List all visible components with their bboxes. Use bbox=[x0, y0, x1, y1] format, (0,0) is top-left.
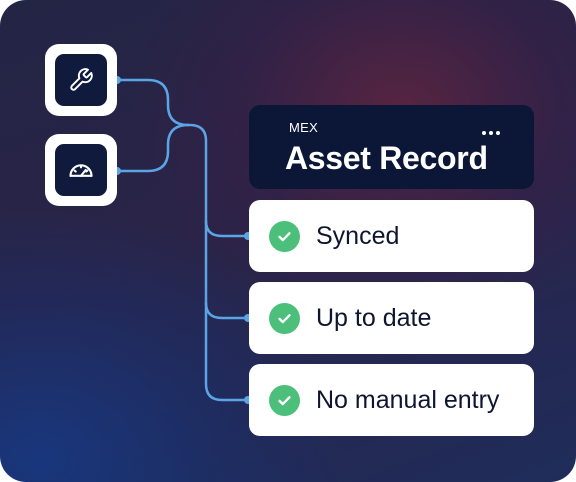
gauge-tile bbox=[45, 134, 117, 206]
check-icon bbox=[269, 384, 300, 416]
gauge-icon bbox=[69, 164, 93, 177]
status-label: No manual entry bbox=[316, 385, 500, 414]
wrench-tile bbox=[45, 44, 117, 116]
wrench-icon bbox=[70, 68, 93, 91]
header-title: Asset Record bbox=[285, 140, 488, 176]
status-up-to-date: Up to date bbox=[249, 282, 534, 354]
status-synced: Synced bbox=[249, 200, 534, 272]
more-menu-icon[interactable] bbox=[482, 131, 500, 135]
brand-label: MEX bbox=[289, 120, 319, 135]
status-no-manual-entry: No manual entry bbox=[249, 364, 534, 436]
asset-record-header: MEX Asset Record bbox=[249, 105, 534, 189]
status-label: Synced bbox=[316, 221, 400, 250]
check-icon bbox=[269, 220, 300, 252]
status-label: Up to date bbox=[316, 303, 432, 332]
check-icon bbox=[269, 302, 300, 334]
